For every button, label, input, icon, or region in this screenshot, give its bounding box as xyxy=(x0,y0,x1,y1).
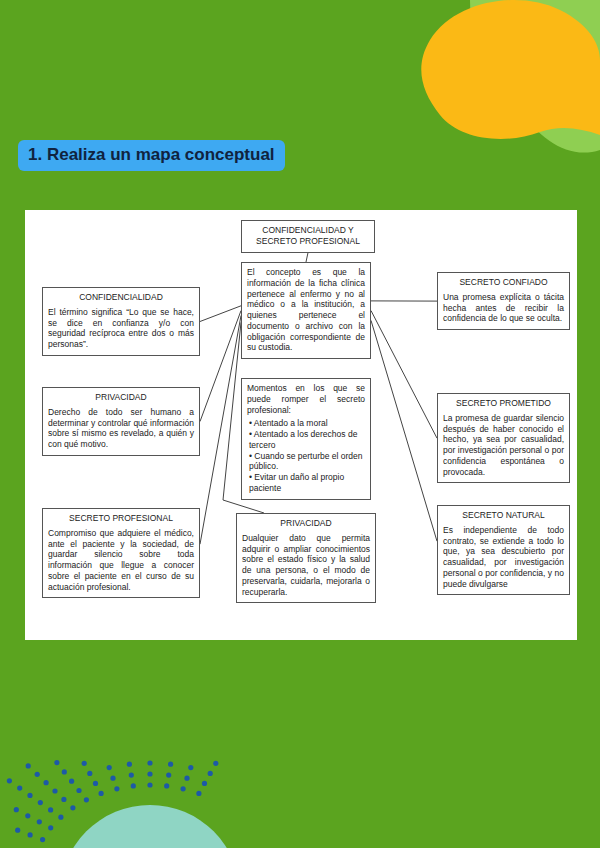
dot xyxy=(38,800,43,805)
dot xyxy=(62,769,67,774)
dot xyxy=(147,771,152,776)
dot xyxy=(213,761,218,766)
dot xyxy=(166,773,171,778)
dot xyxy=(52,788,57,793)
dot xyxy=(26,763,31,768)
concept-box: SECRETO PROMETIDO La promesa de guardar s… xyxy=(437,393,570,483)
dot xyxy=(44,780,49,785)
dot-pattern xyxy=(7,760,219,842)
box-heading: SECRETO PROMETIDO xyxy=(443,398,564,409)
dot xyxy=(129,773,134,778)
dot xyxy=(70,805,75,810)
dot xyxy=(48,807,53,812)
connector-line xyxy=(200,316,241,545)
dot xyxy=(208,771,213,776)
body-text: Derecho de todo ser humano a determinar … xyxy=(48,407,194,450)
concept-box: SECRETO CONFIADO Una promesa explícita o … xyxy=(437,272,570,330)
box-heading: PRIVACIDAD xyxy=(48,392,194,403)
connector-path xyxy=(200,316,241,545)
connector-line xyxy=(371,320,437,541)
dot xyxy=(188,765,193,770)
list-heading: Momentos en los que se puede romper el s… xyxy=(247,383,365,415)
heading-pill: 1. Realiza un mapa conceptual xyxy=(18,140,285,171)
body-text: Es independiente de todo contrato, se ex… xyxy=(443,525,564,590)
dot xyxy=(87,771,92,776)
concept-box: SECRETO PROFESIONAL Compromiso que adquie… xyxy=(42,508,200,598)
dot xyxy=(27,793,32,798)
box-heading: SECRETO CONFIADO xyxy=(443,277,564,288)
dot xyxy=(61,797,66,802)
concept-box: CONFIDENCIALIDAD El término significa “Lo… xyxy=(42,287,200,356)
connector-line xyxy=(200,311,241,422)
connector-path xyxy=(200,306,241,322)
dot xyxy=(99,791,104,796)
dot xyxy=(58,815,63,820)
dot xyxy=(93,781,98,786)
yellow-blob xyxy=(421,0,600,139)
dot xyxy=(181,786,186,791)
box-heading: SECRETO NATURAL xyxy=(443,510,564,521)
heading-text: 1. Realiza un mapa conceptual xyxy=(28,145,275,164)
concept-box: PRIVACIDAD Derecho de todo ser humano a d… xyxy=(42,387,200,456)
dot xyxy=(25,813,30,818)
body-text: La promesa de guardar silencio después d… xyxy=(443,413,564,478)
dot xyxy=(14,807,19,812)
connector-path xyxy=(371,311,437,439)
dot xyxy=(110,776,115,781)
root-box: CONFIDENCIALIDAD Y SECRETO PROFESIONAL xyxy=(241,220,375,253)
dot xyxy=(82,761,87,766)
dot xyxy=(17,786,22,791)
connector-line xyxy=(371,300,437,301)
dot xyxy=(114,786,119,791)
dot xyxy=(54,760,59,765)
connector-path xyxy=(371,320,437,541)
dot xyxy=(202,781,207,786)
dot xyxy=(15,828,20,833)
concept-box: Momentos en los que se puede romper el s… xyxy=(241,378,371,500)
dot xyxy=(147,782,152,787)
dot xyxy=(164,783,169,788)
body-text: Una promesa explícita o tácita hecha ant… xyxy=(443,292,564,324)
dot xyxy=(84,797,89,802)
dot xyxy=(40,837,45,842)
connector-line xyxy=(371,311,437,439)
concept-box: El concepto es que la información de la … xyxy=(241,262,371,359)
body-text: Dualquier dato que permita adquirir o am… xyxy=(242,533,370,598)
dot xyxy=(35,772,40,777)
dot xyxy=(131,783,136,788)
body-text: El concepto es que la información de la … xyxy=(247,267,365,353)
dot xyxy=(196,791,201,796)
bullet-item: • Cuando se perturbe el orden público. xyxy=(247,451,365,473)
body-text: Compromiso que adquiere el médico, ante … xyxy=(48,528,194,593)
connector-path xyxy=(306,253,308,262)
dot xyxy=(168,762,173,767)
dot xyxy=(28,832,33,837)
dot xyxy=(48,825,53,830)
dot xyxy=(127,762,132,767)
dot xyxy=(7,778,12,783)
box-heading: CONFIDENCIALIDAD xyxy=(48,292,194,303)
box-heading: CONFIDENCIALIDAD Y SECRETO PROFESIONAL xyxy=(247,225,369,247)
concept-box: SECRETO NATURAL Es independiente de todo … xyxy=(437,505,570,595)
box-heading: SECRETO PROFESIONAL xyxy=(48,513,194,524)
dot xyxy=(147,760,152,765)
dot xyxy=(184,776,189,781)
bullet-item: • Evitar un daño al propio paciente xyxy=(247,472,365,494)
diagram-panel: CONFIDENCIALIDAD Y SECRETO PROFESIONAL El… xyxy=(25,210,577,640)
dot xyxy=(37,819,42,824)
dot xyxy=(107,765,112,770)
connector-line xyxy=(200,306,241,322)
box-heading: PRIVACIDAD xyxy=(242,518,370,529)
teal-circle xyxy=(60,805,240,848)
connector-path xyxy=(200,311,241,422)
concept-box: PRIVACIDAD Dualquier dato que permita adq… xyxy=(236,513,376,603)
connector-line xyxy=(306,253,308,262)
body-text: El término significa “Lo que se hace, se… xyxy=(48,307,194,350)
dot xyxy=(76,788,81,793)
connector-path xyxy=(371,300,437,301)
dot xyxy=(69,779,74,784)
bullet-item: • Atentado a los derechos de tercero xyxy=(247,429,365,451)
bullet-item: • Atentado a la moral xyxy=(247,418,365,429)
